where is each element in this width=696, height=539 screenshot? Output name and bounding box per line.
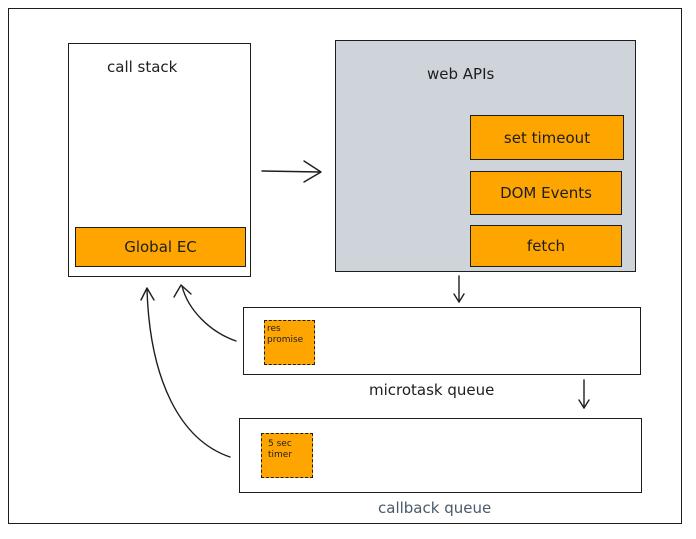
web-apis-title: web APIs [427,65,495,83]
res-promise-item: res promise [264,320,315,365]
fetch-item: fetch [470,225,622,267]
microtask-queue-label: microtask queue [369,381,495,399]
call-stack-box: call stack Global EC [68,43,251,277]
microtask-queue-box: res promise [243,307,641,375]
set-timeout-item: set timeout [470,115,624,160]
callback-queue-box: 5 sec timer [239,418,642,493]
call-stack-title: call stack [107,58,178,76]
diagram-frame [8,8,682,524]
timer-item: 5 sec timer [261,433,313,478]
callback-queue-label: callback queue [378,499,492,517]
dom-events-item: DOM Events [470,171,622,215]
global-ec-item: Global EC [75,227,246,267]
web-apis-box: web APIs set timeout DOM Events fetch [335,40,636,272]
